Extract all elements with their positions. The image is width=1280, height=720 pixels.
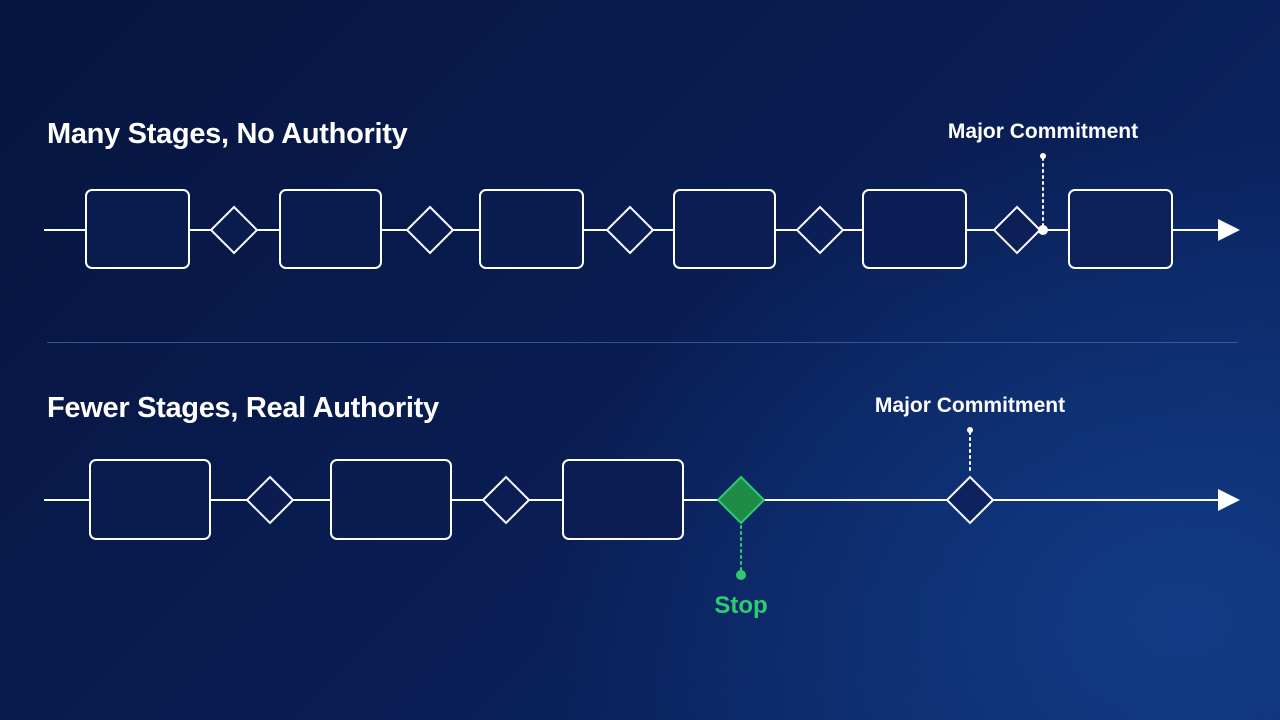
bottom-stage-box: [562, 459, 684, 540]
top-stage-box: [673, 189, 776, 269]
top-flow-title: Many Stages, No Authority: [47, 118, 408, 150]
top-commitment-dot-lower: [1038, 225, 1048, 235]
stop-gate: [716, 475, 766, 580]
stop-dot: [736, 570, 746, 580]
top-stage-box: [862, 189, 967, 269]
bottom-flow: [44, 427, 1240, 540]
top-gate-diamond: [795, 205, 845, 255]
top-stage-box: [479, 189, 584, 269]
stop-label: Stop: [714, 592, 767, 619]
top-stage-box: [279, 189, 382, 269]
bottom-commitment-gate-diamond: [945, 475, 995, 525]
top-commitment-dot-upper: [1040, 153, 1046, 159]
stop-gate-diamond: [716, 475, 766, 525]
bottom-stage-box: [330, 459, 452, 540]
top-gate-diamond: [209, 205, 259, 255]
bottom-flow-arrowhead: [1218, 489, 1240, 511]
bottom-commitment-label: Major Commitment: [875, 394, 1065, 417]
bottom-gate-diamond: [481, 475, 531, 525]
top-stage-box: [85, 189, 190, 269]
bottom-gate-diamond: [245, 475, 295, 525]
top-flow: [44, 153, 1240, 269]
top-gate-diamond: [992, 205, 1042, 255]
bottom-stage-box: [89, 459, 211, 540]
top-stage-box: [1068, 189, 1173, 269]
bottom-flow-title: Fewer Stages, Real Authority: [47, 392, 439, 424]
top-gate-diamond: [405, 205, 455, 255]
top-commitment-label: Major Commitment: [948, 120, 1138, 143]
bottom-commitment-dot: [967, 427, 973, 433]
top-gate-diamond: [605, 205, 655, 255]
top-flow-arrowhead: [1218, 219, 1240, 241]
section-divider: [47, 342, 1238, 343]
